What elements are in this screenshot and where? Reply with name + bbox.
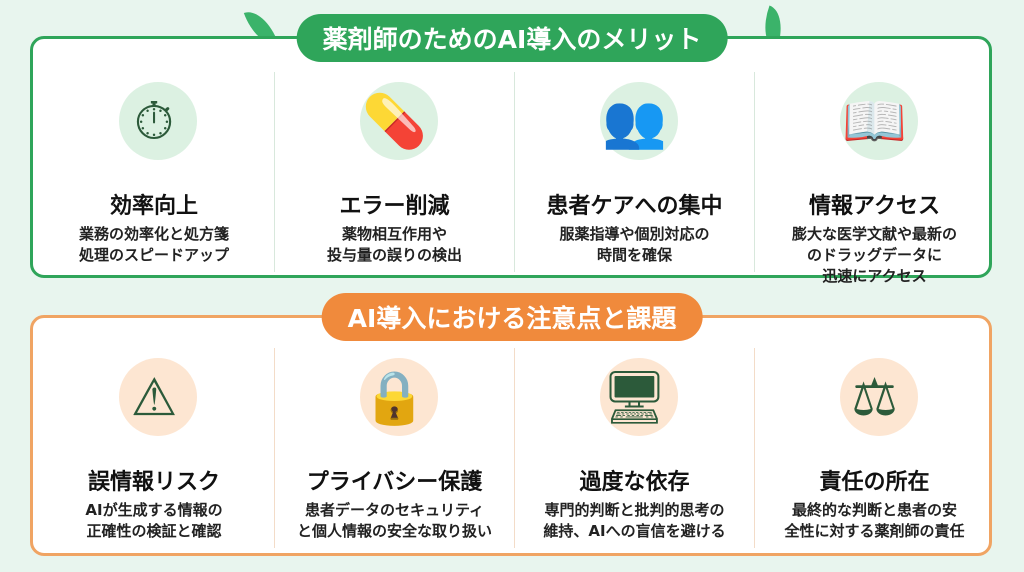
risks-grid: ⚠ 誤情報リスク AIが生成する情報の正確性の検証と確認 🔒 プライバシー保護患者デー…	[34, 348, 1024, 548]
clock-gears-icon: ⏱	[99, 76, 209, 172]
benefit-card: 📖 情報アクセス膨大な医学文献や最新ののドラッグデータに迅速にアクセス	[754, 72, 994, 285]
benefit-card: ⏱ 効率向上業務の効率化と処方箋処理のスピードアップ	[34, 72, 274, 272]
card-description: 膨大な医学文献や最新ののドラッグデータに迅速にアクセス	[791, 225, 957, 285]
card-description: 業務の効率化と処方箋処理のスピードアップ	[78, 225, 229, 264]
benefits-grid: ⏱ 効率向上業務の効率化と処方箋処理のスピードアップ 💊 エラー削減薬物相互作用や投…	[34, 72, 1024, 285]
benefits-title: 薬剤師のためのAI導入のメリット	[296, 14, 728, 62]
risk-card: 🔒 プライバシー保護患者データのセキュリティと個人情報の安全な取り扱い	[274, 348, 514, 548]
card-title: 患者ケアへの集中	[546, 194, 723, 219]
card-title: 情報アクセス	[809, 194, 940, 219]
pharmacist-patient-icon: 👥	[580, 76, 690, 172]
benefit-card: 💊 エラー削減薬物相互作用や投与量の誤りの検出	[274, 72, 514, 272]
card-title: 誤情報リスク	[87, 470, 220, 495]
medicine-warning-icon: 💊	[340, 76, 450, 172]
card-title: エラー削減	[339, 194, 450, 219]
screen-hand-icon: 🖥	[580, 352, 690, 448]
card-title: 効率向上	[109, 194, 198, 219]
risks-title: AI導入における注意点と課題	[321, 293, 703, 341]
risk-card: 🖥 過度な依存専門的判断と批判的思考の維持、AIへの盲信を避ける	[514, 348, 754, 548]
shield-lock-icon: 🔒	[340, 352, 450, 448]
card-title: 責任の所在	[819, 470, 930, 495]
card-description: 患者データのセキュリティと個人情報の安全な取り扱い	[296, 501, 492, 540]
risk-card: ⚠ 誤情報リスク AIが生成する情報の正確性の検証と確認	[34, 348, 274, 548]
card-description: 専門的判断と批判的思考の維持、AIへの盲信を避ける	[543, 501, 726, 540]
risk-card: ⚖ 責任の所在最終的な判断と患者の安全性に対する薬剤師の責任	[754, 348, 994, 548]
card-description: AIが生成する情報の正確性の検証と確認	[85, 501, 223, 540]
book-magnifier-icon: 📖	[820, 76, 930, 172]
warning-chat-icon: ⚠	[99, 352, 209, 448]
card-description: 最終的な判断と患者の安全性に対する薬剤師の責任	[784, 501, 965, 540]
risks-panel	[30, 315, 992, 556]
gavel-document-icon: ⚖	[820, 352, 930, 448]
card-description: 服薬指導や個別対応の時間を確保	[559, 225, 710, 264]
card-description: 薬物相互作用や投与量の誤りの検出	[326, 225, 462, 264]
card-title: 過度な依存	[579, 470, 690, 495]
benefit-card: 👥 患者ケアへの集中服薬指導や個別対応の時間を確保	[514, 72, 754, 272]
card-title: プライバシー保護	[306, 470, 483, 495]
